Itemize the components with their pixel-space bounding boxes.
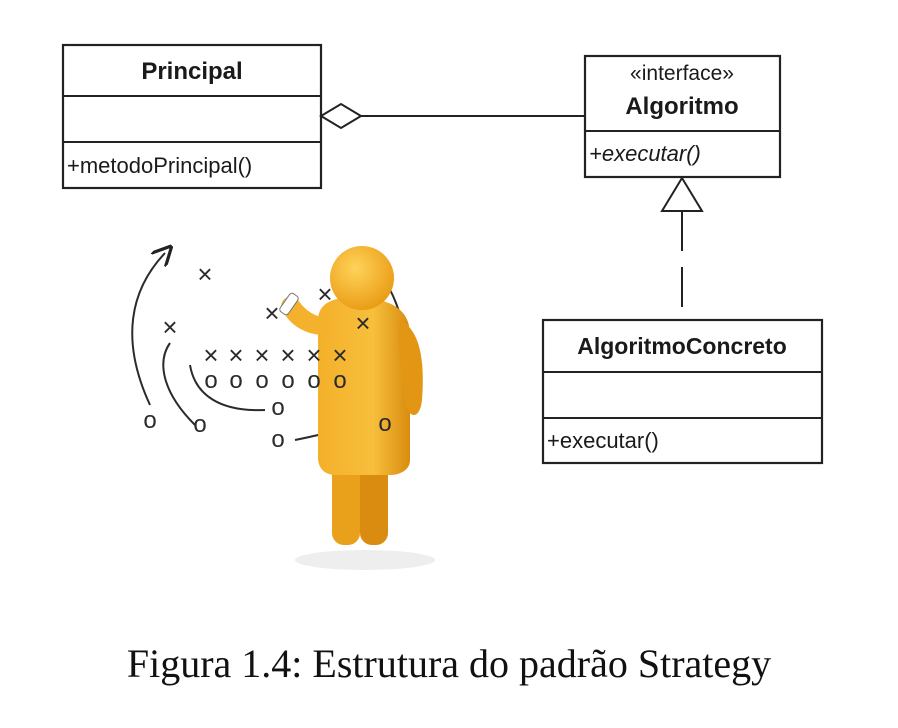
person-figure <box>279 246 423 545</box>
svg-text:×: × <box>355 308 370 338</box>
svg-text:o: o <box>271 426 284 453</box>
class-principal: Principal +metodoPrincipal() <box>61 43 323 190</box>
svg-text:×: × <box>254 340 269 370</box>
svg-text:o: o <box>255 367 268 394</box>
svg-text:o: o <box>271 394 284 421</box>
interface-algoritmo-method: +executar() <box>589 141 701 166</box>
svg-text:o: o <box>378 410 391 437</box>
class-algoritmo-concreto: AlgoritmoConcreto +executar() <box>541 318 824 465</box>
aggregation-relation <box>319 102 585 130</box>
class-principal-method: +metodoPrincipal() <box>67 153 252 178</box>
interface-algoritmo: «interface» Algoritmo +executar() <box>583 54 782 179</box>
class-principal-name: Principal <box>141 58 242 85</box>
svg-text:o: o <box>281 367 294 394</box>
svg-text:×: × <box>203 340 218 370</box>
svg-text:×: × <box>280 340 295 370</box>
svg-text:o: o <box>229 367 242 394</box>
svg-text:×: × <box>228 340 243 370</box>
svg-text:×: × <box>264 298 279 328</box>
interface-algoritmo-name: Algoritmo <box>625 93 738 120</box>
svg-text:×: × <box>317 279 332 309</box>
play-o-marks: o o o o o o o o o o o <box>143 367 391 453</box>
svg-text:×: × <box>306 340 321 370</box>
svg-text:o: o <box>193 411 206 438</box>
aggregation-diamond-icon <box>319 102 363 130</box>
class-algoritmo-concreto-method: +executar() <box>547 428 659 453</box>
svg-text:o: o <box>333 367 346 394</box>
figure-caption: Figura 1.4: Estrutura do padrão Strategy <box>126 641 772 686</box>
play-x-marks: × × × × × × × × × × × <box>162 259 370 370</box>
person-illustration: × × × × × × × × × × × o o o o o o o o o … <box>131 246 435 570</box>
svg-text:×: × <box>332 340 347 370</box>
interface-stereotype: «interface» <box>630 62 734 85</box>
svg-text:o: o <box>204 367 217 394</box>
class-algoritmo-concreto-name: AlgoritmoConcreto <box>577 333 787 359</box>
realization-relation <box>660 176 704 320</box>
svg-text:o: o <box>143 407 156 434</box>
realization-triangle-icon <box>660 176 704 212</box>
svg-text:×: × <box>162 312 177 342</box>
svg-text:×: × <box>197 259 212 289</box>
svg-text:o: o <box>307 367 320 394</box>
